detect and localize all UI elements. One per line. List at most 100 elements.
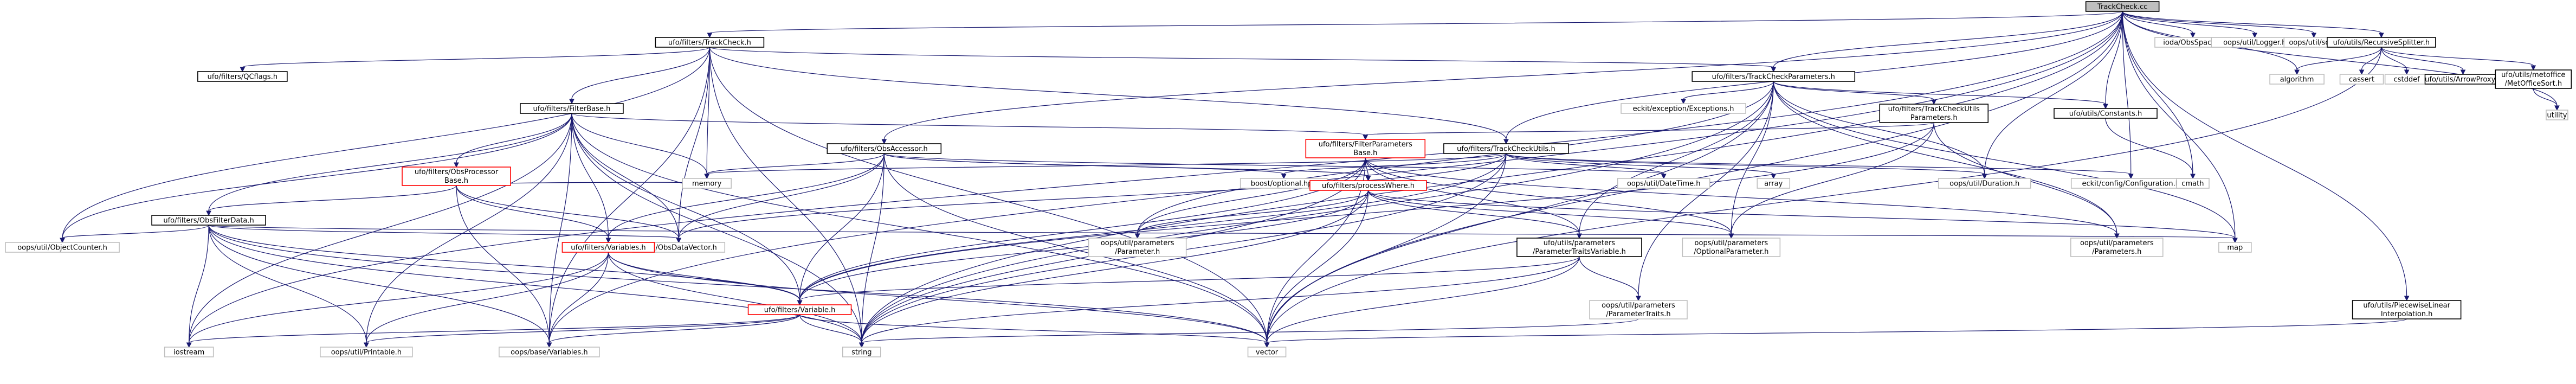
- edge-filterparams-to-oops_param: [1134, 157, 1366, 239]
- edge-arrowhead: [240, 67, 246, 73]
- edge-processwhere-to-variable_h: [797, 190, 1369, 306]
- edge-line: [1365, 157, 2117, 234]
- edge-line: [678, 47, 710, 239]
- edge-line: [208, 225, 679, 239]
- node-box: [827, 143, 942, 154]
- node-box: [561, 242, 655, 253]
- edge-arrowhead: [2294, 69, 2300, 75]
- node-label: eckit/config/Configuration.h: [2082, 180, 2180, 188]
- node-label: /MetOfficeSort.h: [2504, 80, 2562, 88]
- edge-line: [1773, 81, 2236, 239]
- node-tcparams[interactable]: ufo/filters/TrackCheckParameters.h: [1691, 71, 1856, 82]
- edge-line: [861, 11, 2123, 343]
- node-box: [1691, 71, 1856, 82]
- node-label: ufo/filters/TrackCheckUtils.h: [1457, 145, 1555, 153]
- edge-arrowhead: [704, 174, 710, 180]
- node-recsplit[interactable]: ufo/utils/RecursiveSplitter.h: [2327, 37, 2436, 48]
- edge-ptv-to-vector: [1264, 256, 1580, 348]
- edge-arrowhead: [2359, 69, 2365, 75]
- node-constants[interactable]: ufo/utils/Constants.h: [2054, 108, 2158, 119]
- node-filterbase[interactable]: ufo/filters/FilterBase.h: [520, 103, 624, 114]
- node-iodadatavector: ioda/ObsDataVector.h: [632, 242, 726, 253]
- node-obsaccessor[interactable]: ufo/filters/ObsAccessor.h: [827, 143, 942, 154]
- edge-line: [548, 314, 800, 343]
- edge-tcparams-to-duration: [1773, 81, 1987, 180]
- edge-line: [1137, 157, 1366, 234]
- node-label: ufo/utils/RecursiveSplitter.h: [2333, 39, 2430, 47]
- edge-line: [706, 153, 885, 175]
- edge-line: [2105, 118, 2193, 175]
- edge-line: [706, 47, 710, 175]
- node-variable_h[interactable]: ufo/filters/Variable.h: [747, 304, 852, 315]
- edge-line: [799, 153, 885, 301]
- node-box: [2218, 242, 2252, 253]
- node-box: [1443, 143, 1569, 154]
- edge-line: [548, 113, 572, 343]
- node-box: [2085, 1, 2160, 12]
- edge-line: [2381, 47, 2407, 71]
- edge-tcparams-to-constants: [1773, 81, 2108, 110]
- node-label: Interpolation.h: [2381, 310, 2433, 318]
- edge-line: [1137, 190, 1369, 234]
- edge-arrowhead: [2114, 233, 2120, 239]
- edge-arrowhead: [186, 342, 192, 348]
- node-qcflags[interactable]: ufo/filters/QCflags.h: [197, 71, 288, 82]
- edge-tcutils-to-optional: [1281, 153, 1507, 180]
- node-box: [2070, 238, 2164, 257]
- node-root[interactable]: TrackCheck.cc: [2085, 1, 2160, 12]
- node-variables_h[interactable]: ufo/filters/Variables.h: [561, 242, 655, 253]
- node-trackcheck_h[interactable]: ufo/filters/TrackCheck.h: [655, 37, 765, 48]
- edge-line: [608, 252, 1268, 343]
- edge-obsfilterdata-to-map: [208, 225, 2238, 244]
- edge-root-to-string: [858, 11, 2123, 348]
- edge-arrowhead: [2128, 174, 2134, 180]
- node-params_h: oops/util/parameters/Parameters.h: [2070, 238, 2164, 257]
- edge-line: [571, 113, 862, 343]
- edge-arrowhead: [1134, 233, 1140, 239]
- edge-obsprocbase-to-obsfilterdata: [206, 185, 457, 216]
- edge-obsaccessor-to-datetime: [883, 153, 1667, 180]
- node-label: ufo/filters/ObsAccessor.h: [841, 145, 928, 153]
- edge-root-to-sqr: [2122, 11, 2317, 39]
- node-printable: oops/util/Printable.h: [320, 347, 413, 357]
- node-box: [499, 347, 600, 357]
- node-obsfilterdata[interactable]: ufo/filters/ObsFilterData.h: [151, 215, 266, 226]
- edge-variables_h-to-string: [608, 252, 864, 348]
- edge-tcutils-to-variable_h: [797, 153, 1507, 306]
- edge-root-to-oops_variables: [546, 11, 2123, 348]
- edge-line: [1984, 11, 2123, 175]
- node-tcutils[interactable]: ufo/filters/TrackCheckUtils.h: [1443, 143, 1569, 154]
- edge-arrowhead: [2554, 105, 2560, 111]
- edge-line: [571, 113, 1366, 136]
- edge-arrowhead: [707, 33, 713, 39]
- edge-metaoffice-to-utility: [2533, 88, 2560, 111]
- node-label: algorithm: [2280, 76, 2314, 84]
- node-processwhere[interactable]: ufo/filters/processWhere.h: [1309, 180, 1427, 191]
- node-label: ufo/filters/FilterBase.h: [533, 105, 611, 113]
- edge-tcutils-to-array: [1506, 153, 1777, 180]
- edge-obsaccessor-to-variable_h: [797, 153, 885, 306]
- node-ptv[interactable]: ufo/utils/parameters/ParameterTraitsVari…: [1516, 238, 1642, 257]
- edge-line: [799, 256, 1580, 301]
- edge-filterparams-to-params_h: [1365, 157, 2120, 239]
- edge-line: [456, 185, 609, 239]
- edge-trackcheck_h-to-tcutils: [709, 47, 1509, 145]
- edge-line: [1266, 256, 1580, 343]
- edge-tcutils-to-duration: [1506, 153, 1987, 180]
- edge-line: [709, 47, 1774, 68]
- node-label: oops/base/Variables.h: [511, 349, 587, 357]
- edge-line: [571, 113, 1268, 343]
- edge-processwhere-to-string: [858, 190, 1369, 348]
- edge-variables_h-to-oops_variables: [546, 252, 609, 348]
- node-arrowproxy[interactable]: ufo/utils/ArrowProxy.h: [2424, 74, 2502, 85]
- edge-arrowhead: [2252, 33, 2258, 39]
- node-label: /OptionalParameter.h: [1694, 248, 1768, 256]
- edge-arrowhead: [1281, 174, 1287, 180]
- edge-arrowhead: [858, 342, 864, 348]
- edge-variables_h-to-variable_h: [608, 252, 803, 306]
- node-metaoffice[interactable]: ufo/utils/metoffice/MetOfficeSort.h: [2495, 69, 2572, 89]
